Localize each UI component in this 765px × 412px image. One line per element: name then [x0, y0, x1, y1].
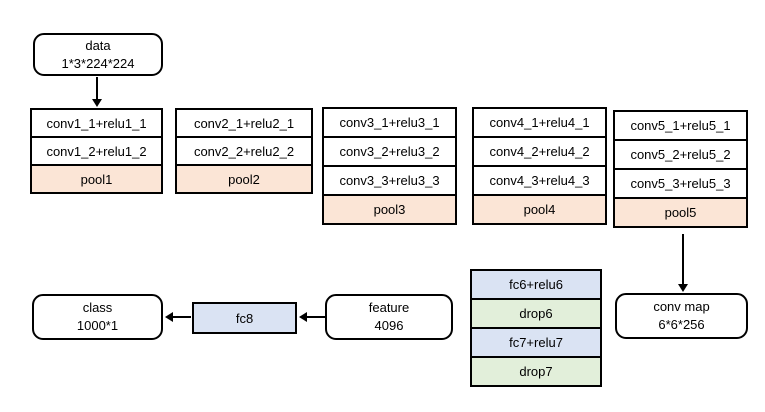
- pool-layer: pool1: [30, 164, 163, 194]
- feature-node-shape: 4096: [374, 318, 404, 333]
- pool-layer: pool4: [472, 194, 607, 225]
- conv-layer: conv5_1+relu5_1: [613, 110, 748, 141]
- conv-layer: conv3_2+relu3_2: [322, 136, 457, 167]
- data-node-title: data: [85, 37, 111, 53]
- arrow-pool5-to-convmap: [678, 234, 688, 292]
- conv-layer: conv3_3+relu3_3: [322, 165, 457, 196]
- feature-node-title: feature: [368, 300, 410, 315]
- conv-layer: conv1_2+relu1_2: [30, 136, 163, 166]
- conv-layer: conv1_1+relu1_1: [30, 108, 163, 138]
- pool-layer: pool2: [175, 164, 313, 194]
- conv-block-3: conv3_1+relu3_1 conv3_2+relu3_2 conv3_3+…: [322, 107, 457, 225]
- conv-block-4: conv4_1+relu4_1 conv4_2+relu4_2 conv4_3+…: [472, 107, 607, 225]
- conv-layer: conv3_1+relu3_1: [322, 107, 457, 138]
- conv-map-node-shape: 6*6*256: [658, 317, 705, 332]
- conv-map-node-title: conv map: [653, 299, 710, 314]
- fc-layer: fc7+relu7: [470, 327, 602, 358]
- dropout-layer: drop7: [470, 356, 602, 387]
- data-node: data 1*3*224*224: [33, 33, 163, 76]
- conv-layer: conv2_2+relu2_2: [175, 136, 313, 166]
- class-node-title: class: [82, 300, 113, 315]
- conv-block-1: conv1_1+relu1_1 conv1_2+relu1_2 pool1: [30, 108, 163, 194]
- conv-layer: conv5_3+relu5_3: [613, 168, 748, 199]
- conv-map-node: conv map 6*6*256: [615, 293, 748, 339]
- arrow-data-to-conv1: [92, 77, 102, 107]
- conv-layer: conv4_2+relu4_2: [472, 136, 607, 167]
- conv-block-2: conv2_1+relu2_1 conv2_2+relu2_2 pool2: [175, 108, 313, 194]
- fc-stack: fc6+relu6 drop6 fc7+relu7 drop7: [470, 269, 602, 387]
- conv-layer: conv5_2+relu5_2: [613, 139, 748, 170]
- arrow-fc8-to-class: [165, 312, 191, 322]
- dropout-layer: drop6: [470, 298, 602, 329]
- pool-layer: pool3: [322, 194, 457, 225]
- class-node-shape: 1000*1: [76, 318, 119, 333]
- conv-layer: conv2_1+relu2_1: [175, 108, 313, 138]
- pool-layer: pool5: [613, 197, 748, 228]
- arrow-feature-to-fc8: [299, 312, 325, 322]
- class-node: class 1000*1: [32, 294, 163, 340]
- conv-layer: conv4_1+relu4_1: [472, 107, 607, 138]
- fc-layer: fc6+relu6: [470, 269, 602, 300]
- conv-block-5: conv5_1+relu5_1 conv5_2+relu5_2 conv5_3+…: [613, 110, 748, 228]
- feature-node: feature 4096: [325, 294, 453, 340]
- conv-layer: conv4_3+relu4_3: [472, 165, 607, 196]
- data-node-shape: 1*3*224*224: [61, 55, 135, 71]
- fc8-node: fc8: [192, 302, 297, 334]
